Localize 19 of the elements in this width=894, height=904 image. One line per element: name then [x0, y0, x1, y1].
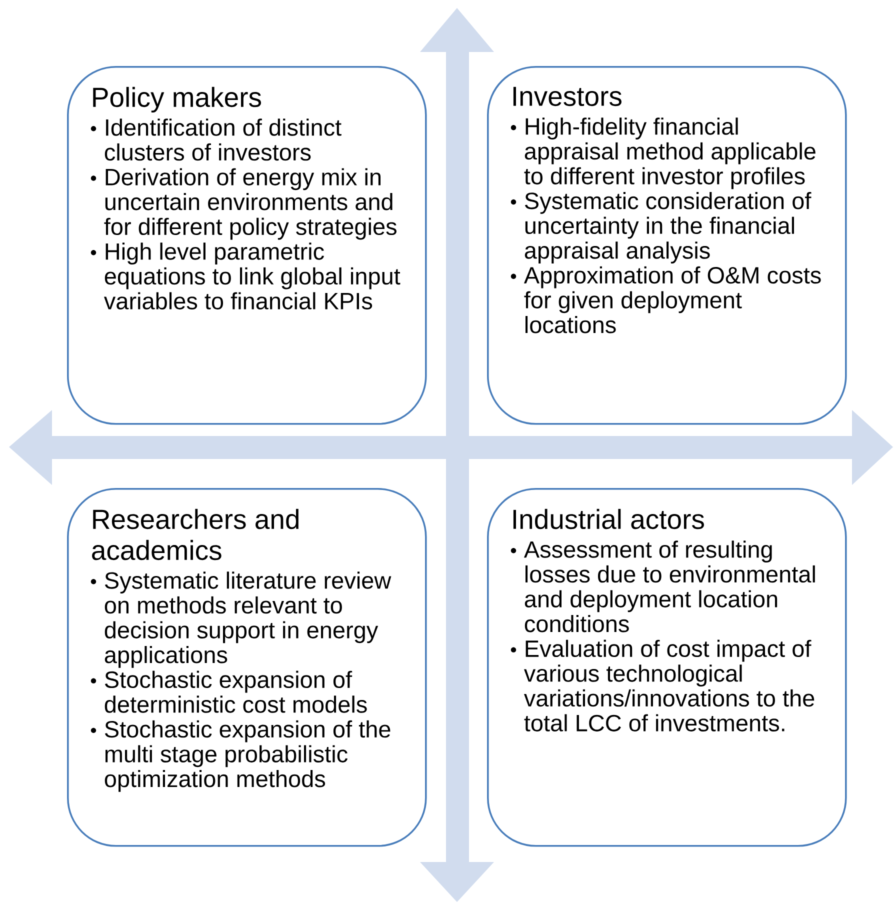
- bullet-item: High level parametric equations to link global input variables to financial KPIs: [104, 242, 400, 310]
- quadrant-box: [67, 66, 427, 425]
- quadrant-box: [67, 488, 427, 847]
- bullet-item: Identification of distinct clusters of investors: [104, 118, 342, 161]
- bullet-item: Evaluation of cost impact of various technological variations/innovations to the total LCC of investments.: [524, 640, 814, 732]
- bullet-item: Stochastic expansion of the multi stage probabilistic optimization methods: [104, 720, 390, 792]
- box-heading: Investors: [513, 86, 622, 106]
- box-heading: Industrial actors: [513, 508, 704, 530]
- quadrant-box: [487, 488, 847, 847]
- bullet-item: Approximation of O&M costs for given deployment locations: [524, 266, 821, 334]
- box-heading: Researchers and academics: [92, 508, 298, 560]
- bullet-item: Derivation of energy mix in uncertain environments and for different policy strategies: [104, 168, 396, 240]
- bullet-item: Systematic literature review on methods relevant to decision support in energy applications: [104, 572, 392, 668]
- quadrant-box: [487, 66, 847, 425]
- bullet-item: Assessment of resulting losses due to environmental and deployment location conditions: [524, 540, 815, 632]
- bullet-item: Systematic consideration of uncertainty in the financial appraisal analysis: [524, 192, 812, 264]
- bullet-item: High-fidelity financial appraisal method applicable to different investor profiles: [524, 118, 816, 190]
- bullet-item: Stochastic expansion of deterministic cost models: [104, 670, 367, 713]
- box-heading: Policy makers: [93, 86, 261, 113]
